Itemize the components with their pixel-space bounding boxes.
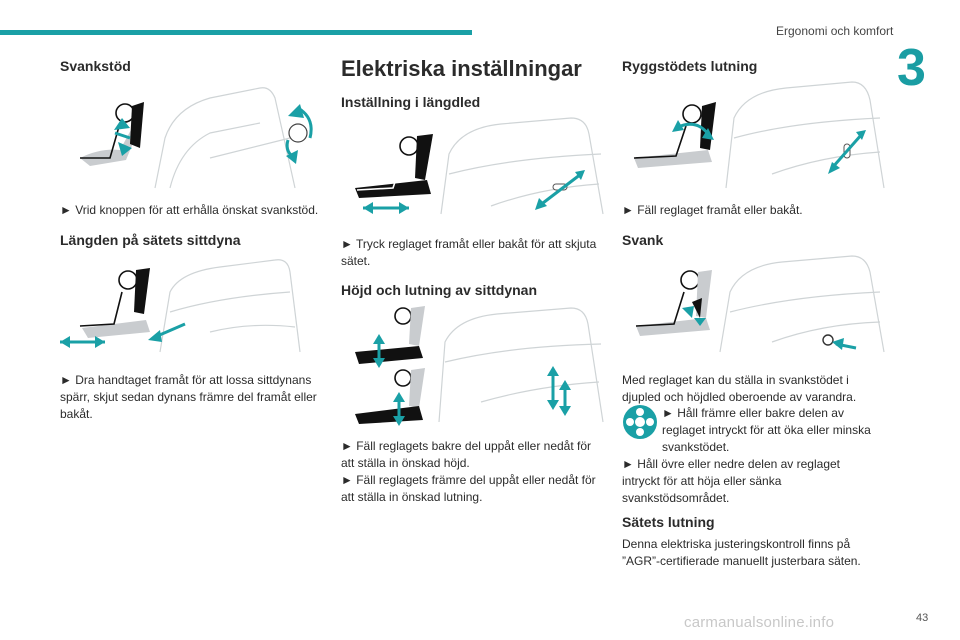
lumbar-electric-title: Svank (622, 232, 664, 248)
cushion-length-instruction: ► Dra handtaget framåt för att lossa sit… (60, 373, 317, 421)
lumbar-electric-intro: Med reglaget kan du ställa in svankstöde… (622, 373, 857, 404)
lumbar-support-illustration (80, 87, 313, 189)
section-title: Ergonomi och komfort (776, 24, 894, 38)
watermark: carmanualsonline.info (684, 614, 835, 631)
cushion-length-title: Längden på sätets sittdyna (60, 232, 241, 248)
length-adjust-instruction: ► Tryck reglaget framåt eller bakåt för … (341, 237, 597, 268)
lumbar-support-instruction: ► Vrid knoppen för att erhålla önskat sv… (60, 203, 319, 217)
height-tilt-illustration (355, 306, 604, 426)
chapter-number: 3 (897, 39, 926, 97)
cushion-length-illustration (60, 259, 301, 353)
height-instruction: ► Fäll reglagets bakre del uppåt eller n… (341, 439, 592, 470)
lumbar-depth-instruction: ► Håll främre eller bakre delen av regla… (662, 406, 871, 454)
lumbar-control-icon (623, 405, 657, 439)
backrest-instruction: ► Fäll reglaget framåt eller bakåt. (622, 203, 803, 217)
seat-tilt-title: Sätets lutning (622, 514, 715, 530)
page-number: 43 (916, 612, 929, 624)
lumbar-support-title: Svankstöd (60, 58, 131, 74)
lumbar-electric-illustration (635, 255, 885, 353)
electric-settings-title: Elektriska inställningar (341, 56, 582, 81)
length-adjust-title: Inställning i längdled (341, 94, 481, 110)
tilt-instruction: ► Fäll reglagets främre del uppåt eller … (341, 473, 596, 504)
backrest-illustration (633, 81, 885, 189)
length-adjust-illustration (355, 117, 604, 215)
lumbar-height-instruction: ► Håll övre eller nedre delen av reglage… (622, 457, 840, 505)
header-accent-bar (0, 30, 472, 35)
height-tilt-title: Höjd och lutning av sittdynan (341, 282, 537, 298)
seat-tilt-text: Denna elektriska justeringskontroll finn… (622, 537, 861, 568)
backrest-title: Ryggstödets lutning (622, 58, 758, 74)
